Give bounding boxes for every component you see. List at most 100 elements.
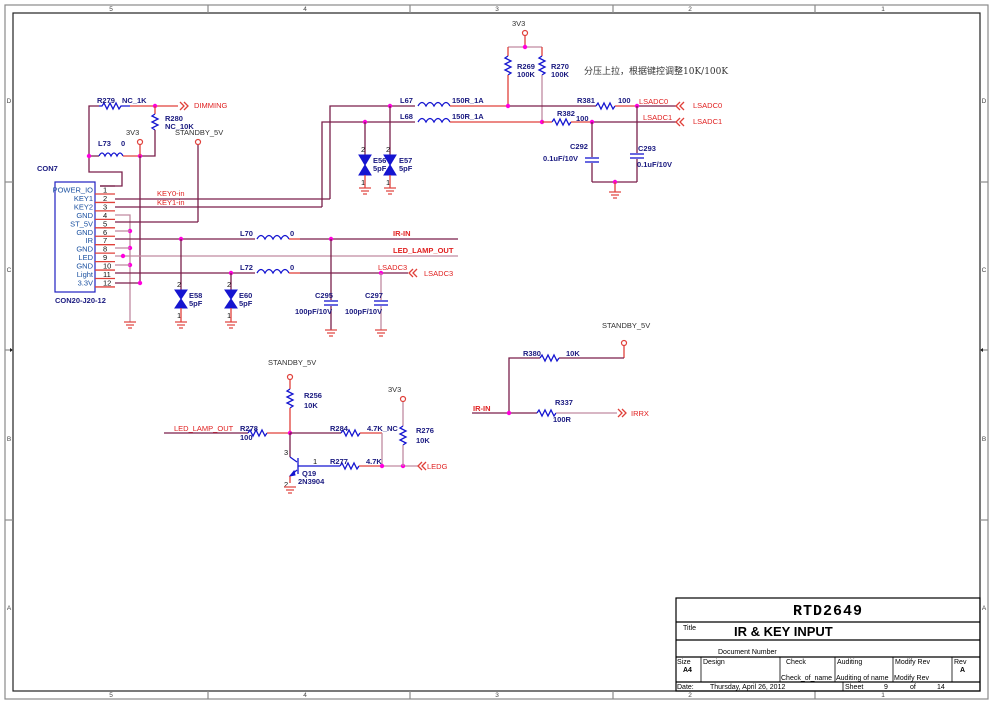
l70-value: 0 <box>290 229 294 238</box>
r256-resistor[interactable]: R256 10K <box>285 388 322 433</box>
zone-col-2-bottom: 2 <box>688 692 692 699</box>
e56-ref: E56 <box>373 156 386 165</box>
connector-pin-number: 9 <box>103 253 107 262</box>
q19-pin2: 2 <box>284 480 288 489</box>
ledg-net-label: LEDG <box>427 462 448 471</box>
led-lamp-out-net-label-1: LED_LAMP_OUT <box>393 246 454 255</box>
e58-pin1: 1 <box>177 311 181 320</box>
connector-pin-10: GND 10 <box>76 262 115 271</box>
l70-inductor[interactable]: L70 0 <box>240 229 300 241</box>
l67-inductor[interactable]: L67 150R_1A <box>400 96 510 108</box>
title-label: Title <box>683 625 696 632</box>
r382-value: 100 <box>576 114 589 123</box>
doc-number-label: Document Number <box>718 649 777 656</box>
r337-resistor[interactable]: R337 100R <box>536 398 617 424</box>
r284-resistor[interactable]: R284 4.7K_NC <box>330 424 398 438</box>
q19-transistor[interactable]: 3 2 1 Q19 2N3904 <box>283 433 340 494</box>
irrx-net-label: IRRX <box>631 409 649 418</box>
c293-value: 0.1uF/10V <box>637 160 672 169</box>
e57-value: 5pF <box>399 164 413 173</box>
e58-tvs-diode[interactable]: 2 1 E58 5pF <box>174 239 203 329</box>
l72-inductor[interactable]: L72 0 <box>240 263 300 275</box>
connector-pin-name: 3.3V <box>78 278 93 287</box>
e57-ref: E57 <box>399 156 412 165</box>
r278-resistor[interactable]: R278 100 <box>240 424 290 442</box>
r279-resistor[interactable] <box>99 101 130 111</box>
zone-row-a-left: A <box>7 605 12 612</box>
lsadc0-wire-label: LSADC0 <box>639 97 668 106</box>
c295-capacitor[interactable]: C295 100pF/10V <box>295 239 338 337</box>
dimming-net-label: DIMMING <box>194 101 227 110</box>
c297-ref: C297 <box>365 291 383 300</box>
zone-col-5-top: 5 <box>109 6 113 13</box>
modify-value: Modify Rev <box>894 675 930 682</box>
r279-r280-l73-block: R279 NC_1K DIMMING R280 NC_10K L73 0 3V3… <box>86 96 227 222</box>
connector-pin-name: IR <box>86 236 94 245</box>
r269-ref: R269 <box>517 62 535 71</box>
c292-capacitor[interactable]: C292 0.1uF/10V <box>543 122 599 182</box>
l73-inductor[interactable] <box>98 152 124 158</box>
ir-in-net-label-2: IR-IN <box>473 404 491 413</box>
lsadc0-port-label: LSADC0 <box>693 101 722 110</box>
e56-value: 5pF <box>373 164 387 173</box>
connector-pin-number: 10 <box>103 262 111 271</box>
connector-pin-number: 6 <box>103 228 107 237</box>
e60-tvs-diode[interactable]: 2 1 E60 5pF <box>224 273 253 329</box>
r284-value: 4.7K_NC <box>367 424 398 433</box>
zone-row-b-right: B <box>982 436 986 443</box>
size-label: Size <box>677 659 691 666</box>
r277-resistor[interactable]: R277 4.7K <box>330 457 382 471</box>
r270-resistor[interactable] <box>537 55 547 76</box>
key0-net-label: KEY0-in <box>157 189 185 198</box>
check-name: Check_of_name <box>781 675 832 682</box>
dimming-offpage-arrow <box>179 101 189 111</box>
connector-pin-number: 5 <box>103 219 107 228</box>
lsadc3-wire-label: LSADC3 <box>378 263 407 272</box>
c297-capacitor[interactable]: C297 100pF/10V <box>345 273 388 337</box>
r381-resistor[interactable]: R381 100 <box>510 96 637 111</box>
zone-col-1-top: 1 <box>881 6 885 13</box>
c293-capacitor[interactable]: C293 0.1uF/10V <box>630 106 672 182</box>
r280-resistor[interactable] <box>150 113 160 131</box>
r269-resistor[interactable] <box>503 55 513 76</box>
e57-tvs-diode[interactable]: 2 1 E57 5pF <box>383 145 413 195</box>
e58-value: 5pF <box>189 299 203 308</box>
r279-value: NC_1K <box>122 96 147 105</box>
connector-pin-number: 1 <box>103 186 107 195</box>
r256-value: 10K <box>304 401 318 410</box>
connector-pin-name: Light <box>77 270 94 279</box>
r382-resistor[interactable]: R382 100 <box>542 109 592 127</box>
irrx-offpage-arrow <box>617 408 627 418</box>
lsadc1-port-label: LSADC1 <box>693 117 722 126</box>
connector-pin-name: KEY1 <box>74 194 93 203</box>
r380-resistor[interactable]: R380 10K <box>508 349 624 413</box>
connector-pin-number: 3 <box>103 202 107 211</box>
l72-ref: L72 <box>240 263 253 272</box>
e56-pin1: 1 <box>361 178 365 187</box>
e60-pin1: 1 <box>227 311 231 320</box>
lsadc3-port-label: LSADC3 <box>424 269 453 278</box>
drawing-frame: 5 4 3 2 1 5 4 3 2 1 D C B A D C B A <box>4 4 989 700</box>
connector-pin-name: GND <box>76 262 93 271</box>
c297-value: 100pF/10V <box>345 307 382 316</box>
design-label: Design <box>703 659 725 666</box>
connector-pin-name: LED <box>78 253 93 262</box>
r277-ref: R277 <box>330 457 348 466</box>
standby-power-label-2: STANDBY_5V <box>268 358 316 367</box>
connector-wires: KEY0-in KEY1-in <box>100 156 458 329</box>
r280-ref: R280 <box>165 114 183 123</box>
l68-inductor[interactable]: L68 150R_1A <box>400 112 542 124</box>
l70-ref: L70 <box>240 229 253 238</box>
r382-ref: R382 <box>557 109 575 118</box>
r276-resistor[interactable]: R276 10K <box>398 425 434 466</box>
connector-pin-number: 2 <box>103 194 107 203</box>
e56-tvs-diode[interactable]: 2 1 E56 5pF <box>358 145 387 195</box>
connector-pin-name: POWER_IO <box>53 186 94 195</box>
date-value: Thursday, April 26, 2012 <box>710 684 785 691</box>
r380-ref: R380 <box>523 349 541 358</box>
l67-value: 150R_1A <box>452 96 484 105</box>
auditing-name: Auditing of name <box>836 675 889 682</box>
